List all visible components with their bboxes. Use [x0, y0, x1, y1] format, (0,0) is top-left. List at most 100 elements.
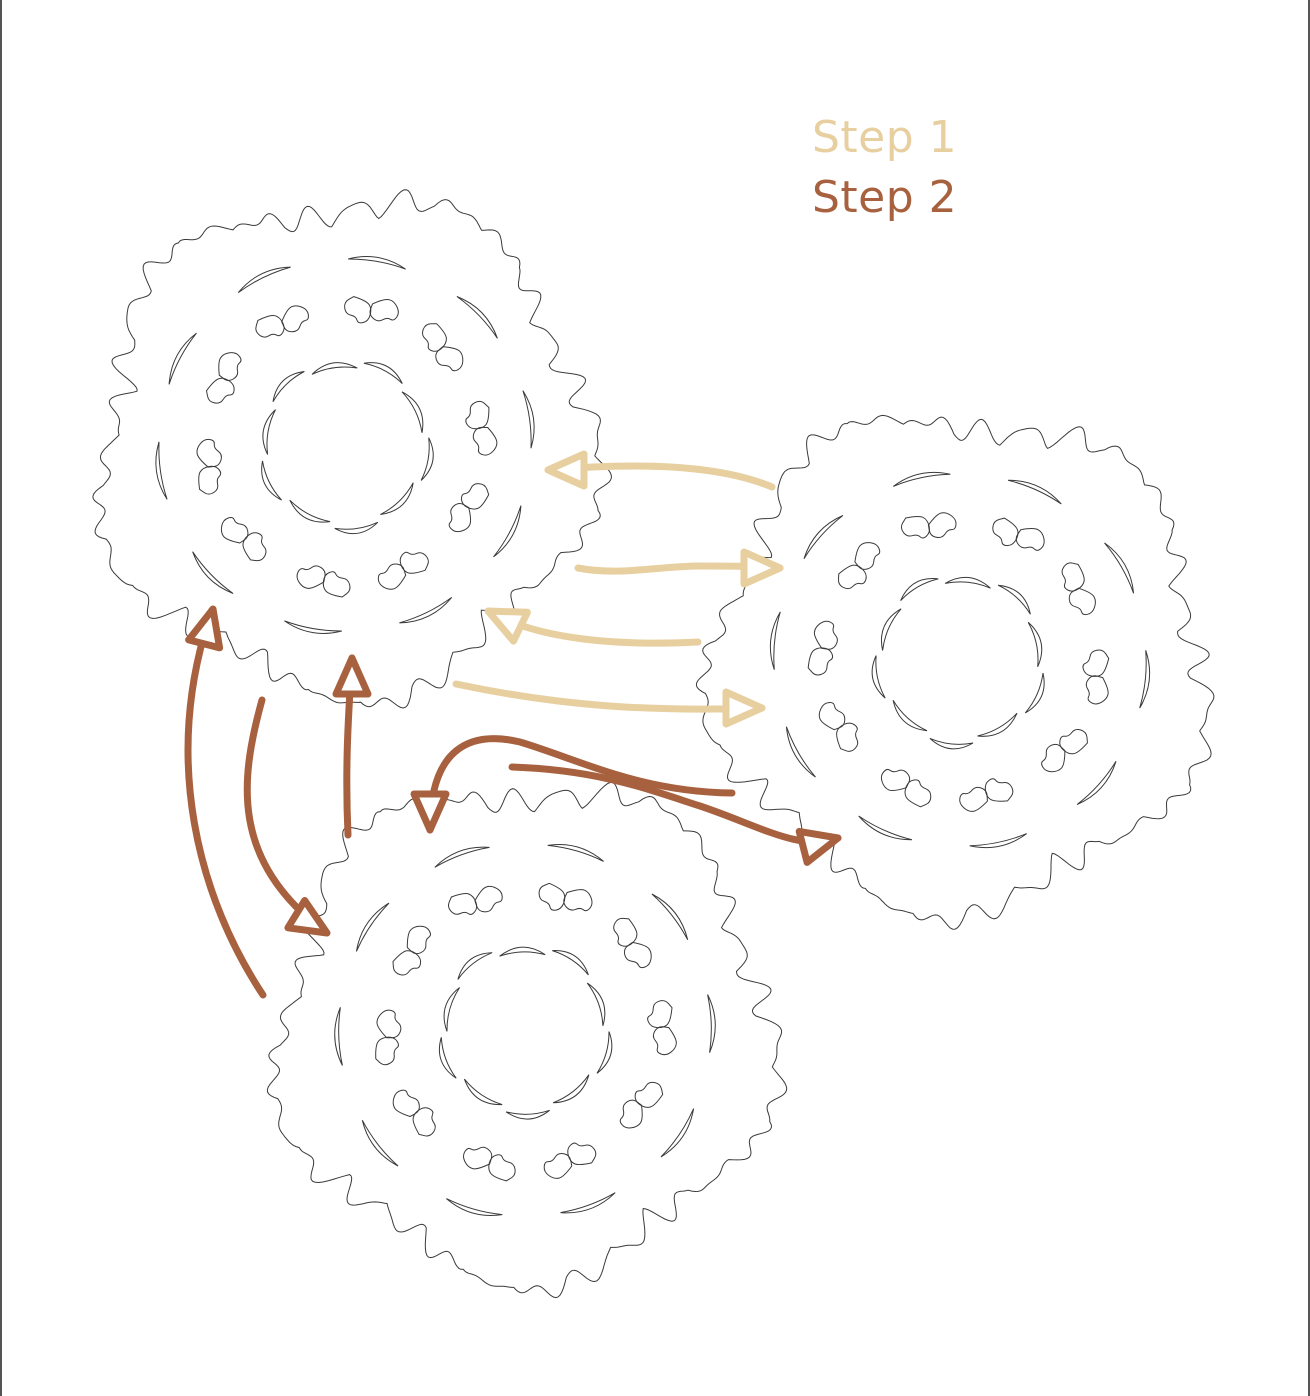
outer-crescent — [803, 515, 844, 559]
lobe-cutout — [813, 620, 838, 650]
inner-crescent — [401, 391, 424, 433]
arrow-step-2 — [332, 654, 372, 839]
arrow-head — [484, 607, 531, 645]
lobe-cutout — [255, 314, 285, 338]
arrow-head — [284, 897, 331, 937]
outer-crescent — [168, 332, 197, 385]
arrow-head — [740, 548, 784, 588]
outer-crescent — [399, 596, 453, 624]
inner-crescent — [380, 482, 414, 515]
lobe-cutout — [435, 346, 464, 372]
lobe-cutout — [196, 438, 222, 468]
snowflake-outline — [266, 782, 788, 1299]
lobe-cutout — [543, 1153, 573, 1179]
lobe-cutout — [205, 377, 235, 404]
outer-crescent — [1139, 650, 1151, 709]
outer-crescent — [1104, 542, 1135, 594]
outer-crescent — [893, 471, 951, 487]
lobe-cutout — [984, 778, 1014, 802]
snowflake-outline — [695, 414, 1215, 930]
arrow-step-1 — [544, 450, 776, 491]
outer-crescent — [785, 726, 816, 778]
arrow-head — [410, 790, 450, 834]
lobe-cutout — [837, 564, 867, 590]
lobe-cutout — [474, 885, 503, 913]
outer-crescent — [547, 844, 604, 862]
outer-crescent — [493, 505, 522, 558]
lobe-cutout — [369, 298, 399, 322]
legend-step-1: Step 1 — [812, 112, 958, 163]
arrow-step-2 — [184, 605, 267, 999]
lobe-cutout — [392, 950, 422, 976]
lobe-cutout — [563, 889, 593, 912]
lobe-cutout — [1085, 675, 1109, 705]
lobe-cutout — [448, 503, 472, 533]
lobe-cutout — [1082, 649, 1110, 677]
lobe-cutout — [281, 305, 309, 333]
lobe-cutout — [1059, 728, 1088, 755]
lobe-cutout — [447, 893, 478, 915]
outer-crescent — [1007, 479, 1062, 505]
inner-crescent — [499, 946, 546, 957]
arrow-shaft — [243, 696, 329, 936]
inner-crescent — [586, 982, 606, 1027]
inner-crescent — [596, 1031, 613, 1074]
inner-crescent — [443, 987, 461, 1032]
outer-crescent — [334, 1007, 343, 1066]
inner-crescent — [929, 737, 974, 750]
inner-crescent — [997, 584, 1031, 615]
lobe-cutout — [377, 563, 407, 590]
outer-crescent — [969, 833, 1027, 849]
lobe-cutout — [634, 1081, 664, 1108]
arrow-step-2 — [410, 735, 736, 834]
lobe-cutout — [927, 512, 957, 539]
lobe-cutout — [460, 483, 490, 510]
lobe-cutout — [900, 515, 930, 539]
lobe-cutout — [959, 786, 988, 812]
inner-crescent — [505, 1109, 550, 1120]
outer-crescent — [192, 551, 234, 594]
outer-crescent — [560, 1192, 616, 1214]
lobe-cutout — [567, 1142, 597, 1166]
lobe-cutout — [488, 1154, 516, 1182]
inner-crescent — [457, 952, 493, 980]
lobe-cutout — [296, 565, 326, 589]
arrow-shaft — [452, 680, 766, 713]
lobe-cutout — [836, 722, 859, 752]
right-snowflake — [695, 414, 1215, 930]
outer-crescent — [660, 1108, 695, 1158]
inner-crescent — [262, 409, 276, 455]
snowflake-outline — [92, 189, 612, 709]
top-left-snowflake — [92, 189, 612, 709]
lobe-cutout — [904, 779, 932, 808]
arrow-step-2 — [243, 696, 331, 937]
lobe-cutout — [652, 1026, 677, 1056]
inner-crescent — [881, 608, 902, 651]
bottom-snowflake — [266, 782, 788, 1299]
arrow-head — [795, 827, 842, 866]
inner-crescent — [1024, 672, 1045, 714]
lobe-cutout — [613, 917, 638, 947]
outer-crescent — [446, 1198, 503, 1216]
outer-crescent — [361, 1119, 399, 1167]
lobe-cutout — [375, 1036, 399, 1066]
lobe-cutout — [344, 296, 372, 324]
inner-crescent — [311, 362, 358, 375]
outer-crescent — [155, 441, 168, 500]
inner-crescent — [272, 371, 305, 402]
lobe-cutout — [992, 517, 1019, 547]
arrow-step-1 — [484, 607, 702, 647]
lobe-cutout — [465, 400, 490, 430]
step-arrows — [184, 450, 842, 999]
lobe-cutout — [376, 1009, 402, 1039]
inner-crescent — [363, 362, 403, 384]
lobe-cutout — [220, 517, 249, 544]
outer-crescent — [237, 266, 291, 294]
snowflake-shapes — [92, 189, 1215, 1299]
outer-crescent — [707, 994, 716, 1053]
lobe-cutout — [1015, 528, 1045, 551]
arrow-head — [544, 450, 588, 490]
lobe-cutout — [818, 702, 846, 731]
